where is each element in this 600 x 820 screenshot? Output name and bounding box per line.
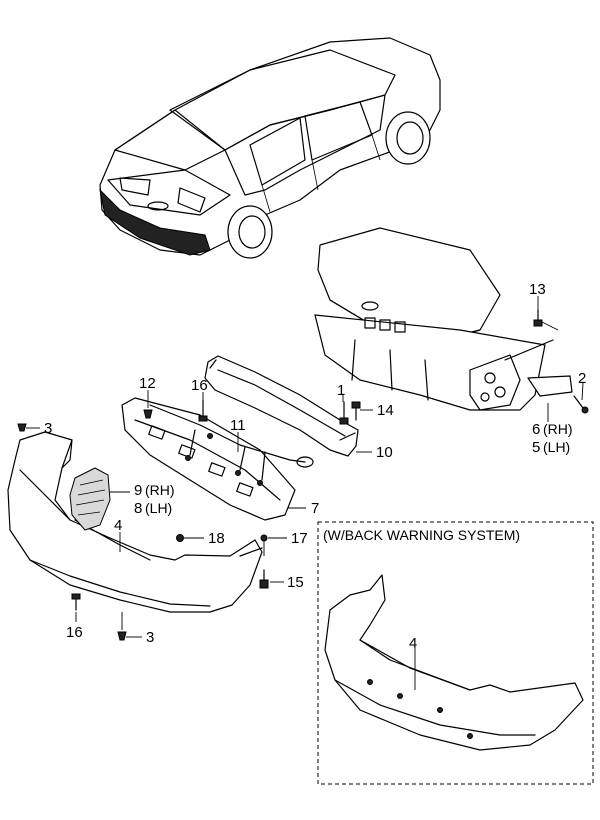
callout-3-top: 3	[44, 420, 52, 437]
callout-5-side: (LH)	[543, 439, 570, 455]
callout-7: 7	[311, 500, 319, 517]
callout-6: 6	[532, 421, 540, 438]
screw-3-bottom-icon	[117, 612, 142, 641]
screw-3-top-icon	[17, 423, 40, 432]
clip-17-icon	[260, 534, 287, 556]
rear-panel-illustration	[314, 227, 573, 411]
inset-title: (W/BACK WARNING SYSTEM)	[323, 527, 520, 543]
callout-12: 12	[139, 375, 156, 392]
callout-5: 5	[532, 439, 540, 456]
callout-16-bottom: 16	[66, 624, 83, 641]
callout-2: 2	[578, 370, 586, 387]
rear-beam-part	[204, 355, 359, 457]
bolt-14-icon	[351, 401, 361, 421]
callout-8-side: (LH)	[145, 500, 172, 516]
energy-absorber-part	[121, 397, 296, 521]
callout-1: 1	[337, 382, 345, 399]
callout-14: 14	[377, 402, 394, 419]
callout-labels: 1 2 3 3 4 4 5 (LH) 6 (RH) 7 8 (LH) 9 (RH…	[44, 281, 586, 652]
nut-1-icon	[339, 401, 349, 425]
leader-lines	[110, 392, 549, 690]
callout-17: 17	[291, 530, 308, 547]
callout-3-bottom: 3	[146, 629, 154, 646]
car-illustration	[99, 37, 441, 259]
screw-16-bottom-icon	[71, 593, 81, 622]
callout-4-inset: 4	[409, 635, 417, 652]
callout-11: 11	[230, 417, 246, 434]
bolt-2-icon	[573, 382, 589, 414]
inset-box	[317, 521, 594, 785]
callout-13: 13	[529, 281, 546, 298]
clip-12-icon	[143, 390, 153, 419]
callout-15: 15	[287, 574, 304, 591]
callout-6-side: (RH)	[543, 421, 573, 437]
callout-9-side: (RH)	[145, 482, 175, 498]
bolt-13-icon	[533, 296, 559, 331]
callout-9: 9	[134, 482, 142, 499]
screw-16-top-icon	[198, 399, 208, 422]
callout-4-main: 4	[114, 517, 122, 534]
callout-18: 18	[208, 530, 225, 547]
wiring-harness-part	[149, 404, 314, 486]
callout-10: 10	[376, 444, 393, 461]
clip-18-icon	[176, 534, 204, 542]
bolt-15-icon	[259, 569, 284, 589]
callout-8: 8	[134, 500, 142, 517]
callout-16-top: 16	[191, 377, 208, 394]
side-bracket-part	[69, 467, 111, 531]
